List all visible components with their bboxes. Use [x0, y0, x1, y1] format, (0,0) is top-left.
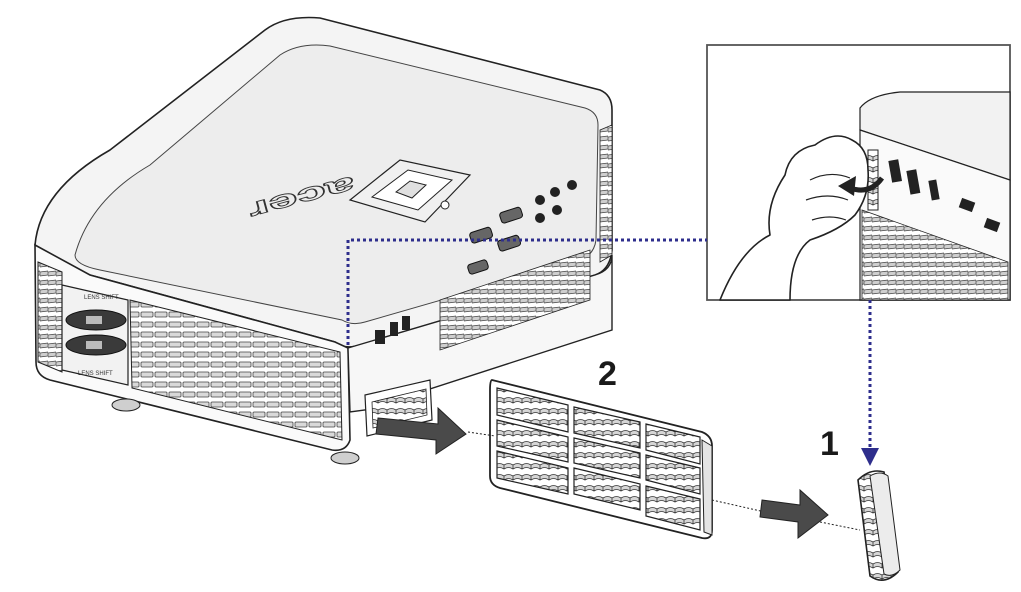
filter-cover — [857, 470, 901, 581]
lens-shift-panel: LENS SHIFT LENS SHIFT — [61, 284, 129, 386]
dust-filter-frame — [489, 379, 713, 540]
down-arrow — [861, 448, 879, 466]
step-2-label: 2 — [598, 355, 617, 393]
pull-arrow — [759, 488, 829, 540]
curved-pull-arrow — [838, 176, 885, 196]
control-keypad — [348, 159, 472, 223]
callout-leader — [346, 238, 872, 455]
guide-lines — [467, 431, 861, 531]
pull-arrow — [375, 406, 467, 455]
step-1-label: 1 — [820, 425, 839, 463]
hand-gesture — [719, 135, 870, 301]
lens-shift-label-bottom: LENS SHIFT — [78, 371, 113, 377]
lens-shift-label-top: LENS SHIFT — [84, 295, 119, 301]
